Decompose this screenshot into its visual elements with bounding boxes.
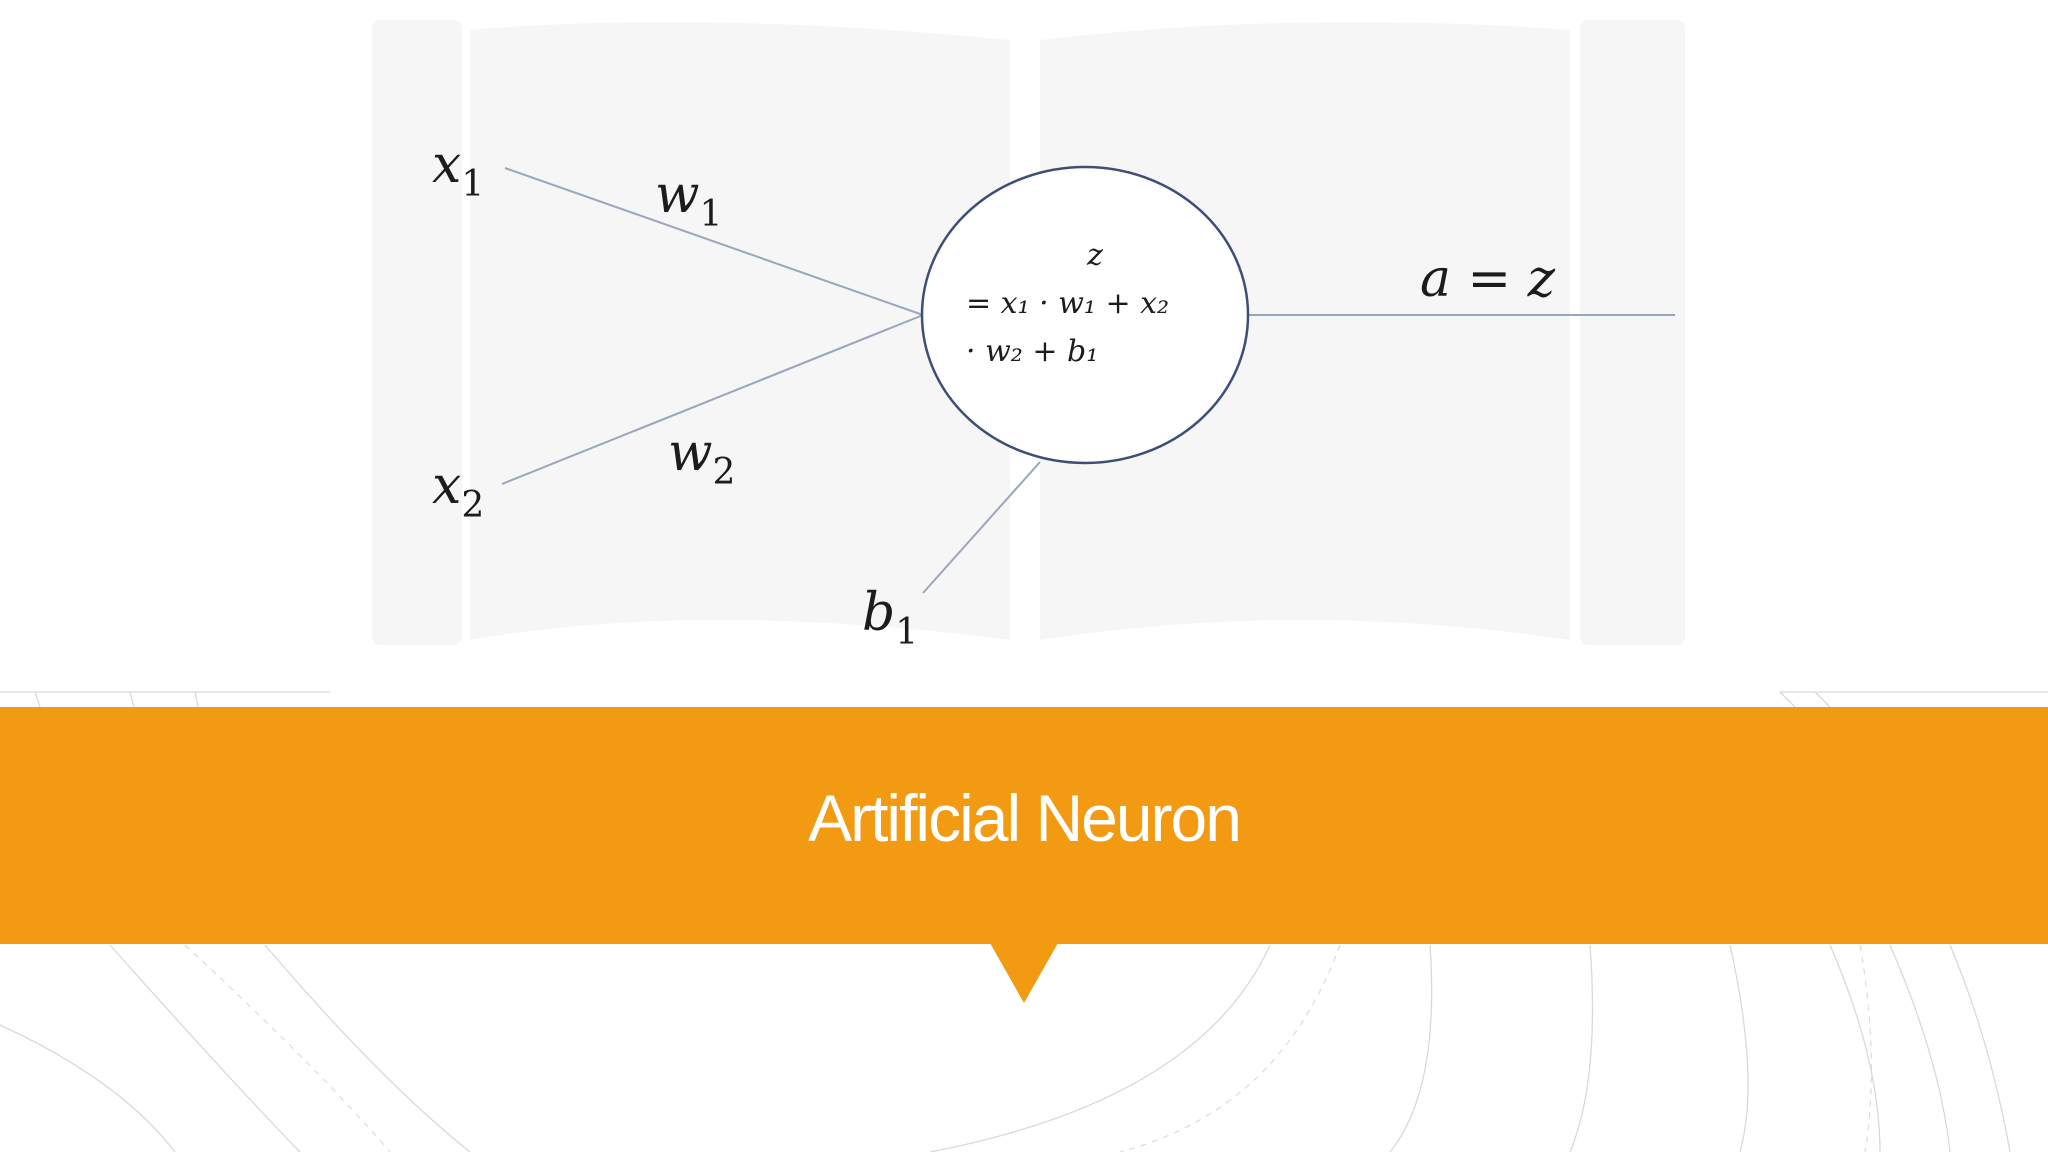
- banner-pointer: [990, 943, 1058, 1003]
- weight-w1-label: w1: [655, 165, 722, 235]
- formula-line-1: z: [1086, 238, 1103, 273]
- formula-line-2: = x₁ · w₁ + x₂: [966, 286, 1169, 321]
- bias-b1-label: b1: [862, 583, 918, 653]
- output-label: a = z: [1420, 249, 1556, 309]
- input-x1-label: x1: [432, 135, 484, 205]
- input-x2-label: x2: [432, 456, 484, 526]
- weight-w2-label: w2: [668, 423, 735, 493]
- neuron-node: [920, 165, 1250, 465]
- slide-title: Artificial Neuron: [808, 780, 1242, 855]
- bias-connection: [922, 461, 1041, 594]
- formula-line-3: · w₂ + b₁: [966, 334, 1098, 369]
- input-2-connection: [501, 314, 924, 485]
- input-1-connection: [504, 167, 924, 316]
- title-banner: Artificial Neuron: [0, 707, 2048, 944]
